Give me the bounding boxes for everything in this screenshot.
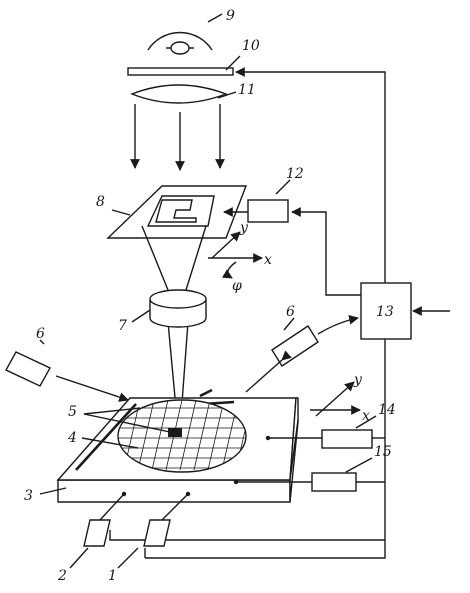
label-5: 5 xyxy=(68,404,77,420)
label-12: 12 xyxy=(286,166,304,182)
leader-11 xyxy=(217,91,237,99)
label-1: 1 xyxy=(108,568,117,584)
leader-14 xyxy=(355,415,377,429)
label-6-left: 6 xyxy=(36,326,45,342)
label-4: 4 xyxy=(67,430,77,446)
upper-phi-label: φ xyxy=(232,278,242,294)
label-6-right: 6 xyxy=(286,304,295,320)
actuator-2 xyxy=(69,491,127,569)
mask-drive-block xyxy=(247,199,289,223)
sensor-right xyxy=(245,314,359,393)
photomask xyxy=(106,185,248,239)
leader-10 xyxy=(225,55,241,71)
label-14: 14 xyxy=(378,402,396,418)
projection-lens xyxy=(149,289,207,328)
label-8: 8 xyxy=(96,194,105,210)
leaders-lower xyxy=(39,407,171,495)
label-7: 7 xyxy=(118,318,127,334)
drive-block-14 xyxy=(321,429,373,449)
upper-y-label: y xyxy=(239,220,249,236)
actuator-1 xyxy=(117,491,191,569)
label-2: 2 xyxy=(57,568,67,584)
lamp xyxy=(147,13,223,55)
label-9: 9 xyxy=(226,8,235,24)
contact-14 xyxy=(265,435,271,441)
condenser-lens xyxy=(130,84,228,104)
light-rays xyxy=(130,104,225,171)
label-13: 13 xyxy=(376,304,394,320)
control-unit xyxy=(360,282,412,340)
lower-y-label: y xyxy=(353,372,363,388)
upper-x-label: x xyxy=(264,252,272,268)
drive-block-15 xyxy=(311,472,357,492)
contact-15 xyxy=(233,479,239,485)
leader-7 xyxy=(131,309,151,323)
label-15: 15 xyxy=(374,444,392,460)
wafer xyxy=(117,399,247,473)
lower-x-label: x xyxy=(362,408,370,424)
leader-15 xyxy=(345,457,373,473)
shutter-plate xyxy=(127,67,234,76)
label-3: 3 xyxy=(24,488,33,504)
label-10: 10 xyxy=(242,38,260,54)
label-11: 11 xyxy=(238,82,256,98)
mask-stage-axes xyxy=(208,231,263,279)
leader-12 xyxy=(275,179,291,195)
table-axes xyxy=(310,381,361,417)
sensor-left xyxy=(5,339,129,402)
control-wiring xyxy=(109,67,386,559)
leader-8 xyxy=(111,209,131,216)
